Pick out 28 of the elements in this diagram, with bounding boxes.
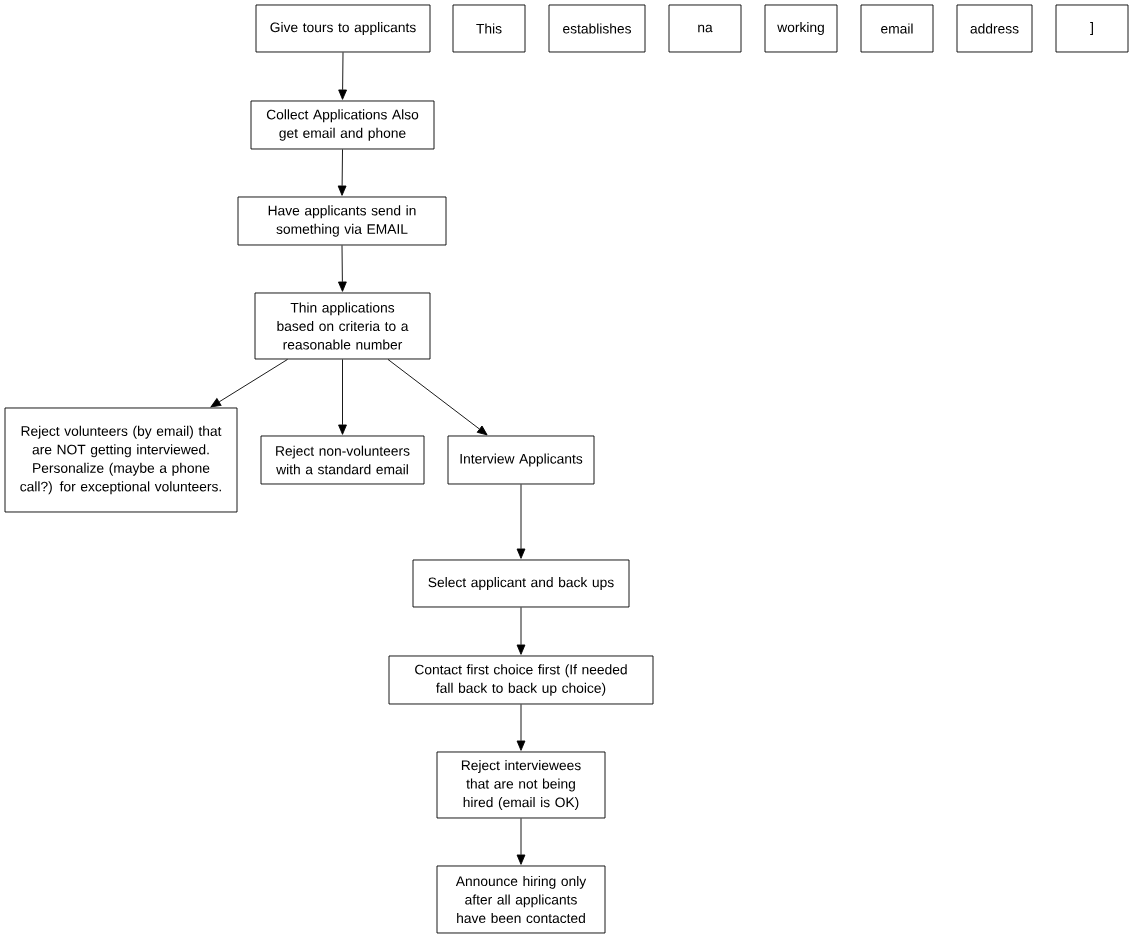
process-box: Give tours to applicants [255,4,431,53]
arrow [387,359,488,436]
arrow [516,818,526,865]
arrow [338,52,347,100]
process-box: Reject interviewees that are not being hired (email is OK) [436,751,606,819]
process-box: Select applicant and back ups [412,559,630,608]
process-box: Reject volunteers (by email) that are NOT getting interviewed. Personalize (maybe a phone call?) for exceptional volunteers. [4,407,238,513]
process-box: Reject non-volunteers with a standard email [260,435,425,485]
process-box: Contact first choice first (If needed fall back to back up choice) [388,655,654,705]
process-box: email [860,4,934,53]
process-box: Announce hiring only after all applicants have been contacted [436,865,606,934]
arrow [516,607,526,655]
process-box: Have applicants send in something via EMAIL [237,196,447,246]
arrow [516,484,526,559]
process-box: ] [1055,4,1129,53]
process-box: na [668,4,742,53]
process-box: Collect Applications Also get email and phone [250,100,435,150]
process-box: This [452,4,526,53]
process-box: Thin applications based on criteria to a reasonable number [254,292,431,360]
process-box: establishes [548,4,646,53]
arrow [338,359,347,435]
arrow [210,359,288,408]
process-box: working [764,4,838,53]
process-box: Interview Applicants [447,435,595,485]
arrow [516,704,526,751]
arrow [338,245,347,292]
process-box: address [956,4,1033,53]
arrow [337,149,347,196]
